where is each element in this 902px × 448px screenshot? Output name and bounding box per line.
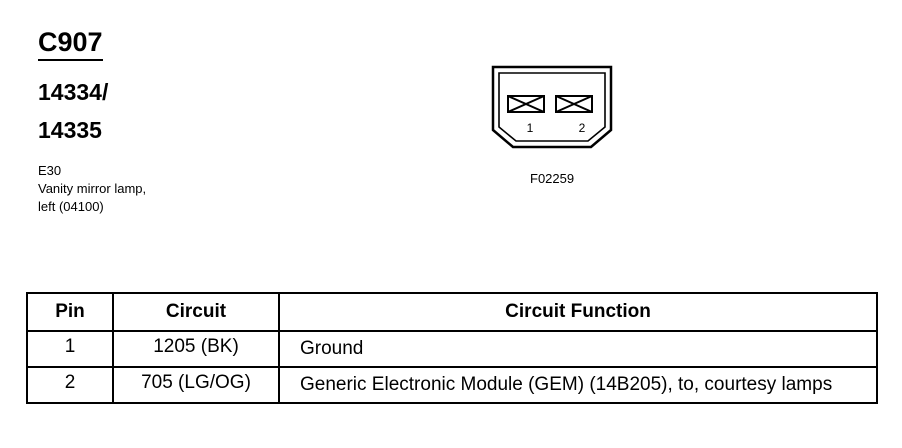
figure-code: F02259 bbox=[530, 171, 575, 186]
cavity-1-icon bbox=[507, 95, 545, 113]
circuit-cell: 705 (LG/OG) bbox=[112, 366, 280, 404]
description-line: left (04100) bbox=[38, 199, 104, 214]
description-line: E30 bbox=[38, 163, 62, 178]
part-number-1: 14334/ bbox=[38, 79, 109, 105]
function-cell: Generic Electronic Module (GEM) (14B205)… bbox=[278, 366, 878, 404]
part-number-2: 14335 bbox=[38, 117, 102, 143]
pin-label-1: 1 bbox=[527, 121, 534, 135]
connector-description: E30 Vanity mirror lamp, left (04100) bbox=[38, 162, 146, 216]
description-line: Vanity mirror lamp, bbox=[38, 181, 147, 196]
table-header-row: Pin Circuit Circuit Function bbox=[26, 292, 878, 332]
table-row: 2 705 (LG/OG) Generic Electronic Module … bbox=[26, 366, 878, 404]
pin-label-2: 2 bbox=[579, 121, 586, 135]
pin-circuit-table: Pin Circuit Circuit Function 1 1205 (BK)… bbox=[26, 292, 878, 404]
connector-diagram: 1 2 bbox=[490, 64, 614, 150]
pin-cell: 1 bbox=[26, 330, 114, 368]
column-header-pin: Pin bbox=[26, 292, 114, 332]
column-header-function: Circuit Function bbox=[278, 292, 878, 332]
circuit-cell: 1205 (BK) bbox=[112, 330, 280, 368]
pin-cell: 2 bbox=[26, 366, 114, 404]
connector-id: C907 bbox=[38, 26, 103, 61]
cavity-2-icon bbox=[555, 95, 593, 113]
connector-face-drawing: 1 2 bbox=[491, 65, 613, 149]
function-cell: Ground bbox=[278, 330, 878, 368]
column-header-circuit: Circuit bbox=[112, 292, 280, 332]
table-row: 1 1205 (BK) Ground bbox=[26, 330, 878, 368]
